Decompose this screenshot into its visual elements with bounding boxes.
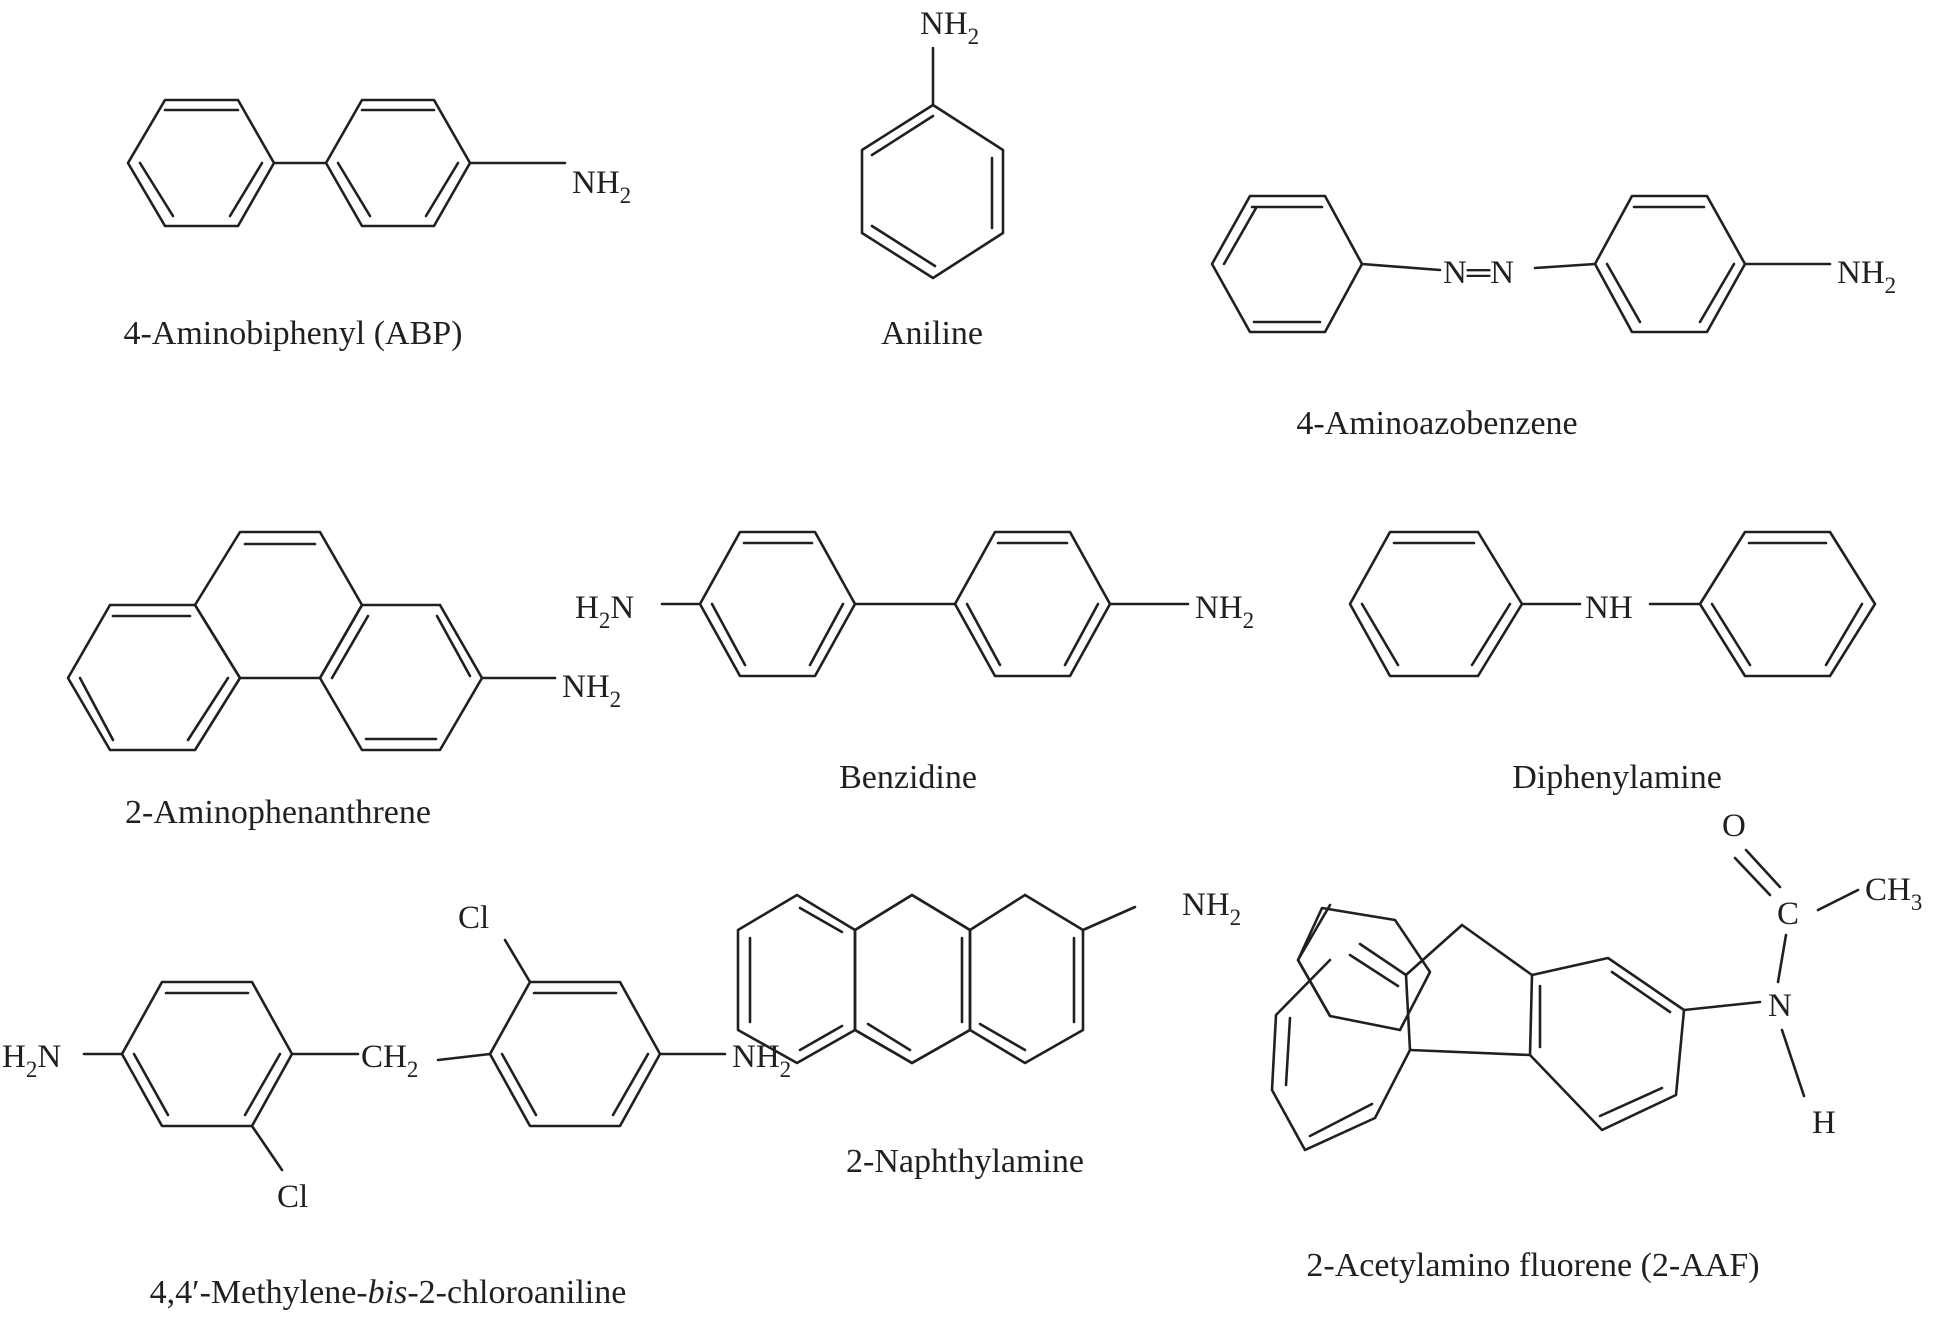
amine-group-label: NH2 [920,6,979,49]
fluorene-right-system: N H C O CH3 [1284,808,1922,1141]
carbonyl-carbon-label: C [1777,896,1799,932]
structure-2-naphthylamine: NH2 [736,887,1241,1065]
caption-2-naphthylamine: 2-Naphthylamine [846,1143,1084,1180]
chloro-group-label: Cl [277,1179,308,1215]
methyl-group-label: CH3 [1865,872,1922,915]
caption-4-aminoazobenzene: 4-Aminoazobenzene [1296,405,1577,442]
structure-2-acetylaminofluorene [1296,903,1432,1032]
amide-nitrogen-label: N [1768,988,1792,1024]
chloro-group-label: Cl [458,900,489,936]
amine-group-label: H2N [2,1039,61,1082]
nh-group-label: NH [1585,590,1633,626]
structure-methylene-bis-chloroaniline: H2N Cl CH2 Cl NH2 [2,900,791,1215]
caption-2-acetylaminofluorene: 2-Acetylamino fluorene (2-AAF) [1306,1247,1759,1284]
caption-aniline: Aniline [881,315,983,352]
caption-methylene-bis-chloroaniline: 4,4′-Methylene-bis-2-chloroaniline [150,1274,627,1311]
amine-group-label: NH2 [1837,255,1896,298]
carbonyl-oxygen-label: O [1722,808,1746,844]
amine-group-label: NH2 [572,165,631,208]
amine-group-label: NH2 [1182,887,1241,930]
caption-diphenylamine: Diphenylamine [1512,759,1722,796]
structure-diphenylamine: NH [1348,530,1877,678]
fluorene-left-ring [1270,942,1412,1152]
amine-group-label: NH2 [562,669,621,712]
structure-2-aminophenanthrene: NH2 [66,530,621,752]
structure-4-aminoazobenzene: N═N NH2 [1210,194,1896,334]
amide-hydrogen-label: H [1812,1105,1836,1141]
methylene-group-label: CH2 [361,1039,418,1082]
azo-group-label: N═N [1443,255,1514,291]
structure-benzidine: H2N NH2 [575,530,1254,678]
structure-aniline: NH2 [860,6,1005,280]
amine-group-label: NH2 [1195,590,1254,633]
caption-4-aminobiphenyl: 4-Aminobiphenyl (ABP) [123,315,462,352]
amine-group-label: NH2 [732,1039,791,1082]
structure-4-aminobiphenyl: NH2 [126,98,631,228]
amine-group-label: H2N [575,590,634,633]
caption-2-aminophenanthrene: 2-Aminophenanthrene [125,794,431,831]
caption-benzidine: Benzidine [839,759,977,796]
